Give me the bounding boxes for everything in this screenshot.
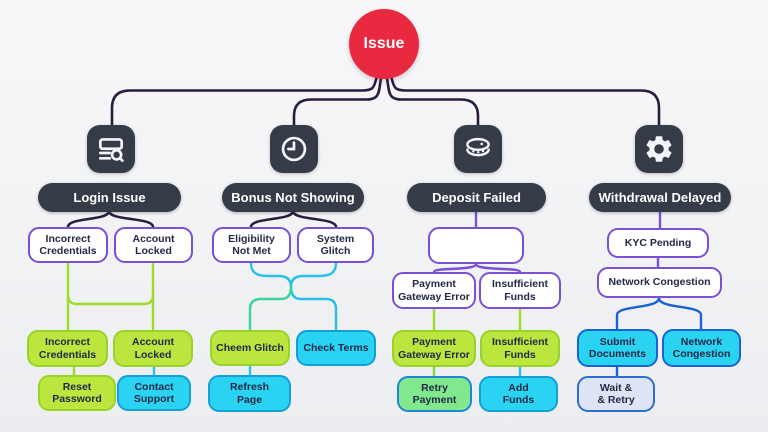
purple-connector-lines — [432, 209, 662, 274]
node-incorrect-credentials: Incorrect Credentials — [28, 227, 108, 263]
node-network-congestion: Network Congestion — [597, 267, 722, 298]
node-contact-support: Contact Support — [117, 375, 191, 411]
root-node-issue: Issue — [349, 9, 419, 79]
node-payment-gateway-error: Payment Gateway Error — [392, 272, 476, 309]
blue-connector-lines — [615, 296, 703, 379]
node-account-locked: Account Locked — [114, 227, 193, 263]
node-payment-gateway-error-cause: Payment Gateway Error — [392, 330, 476, 367]
branch-title-login: Login Issue — [38, 183, 181, 212]
withdrawal-category-tile — [635, 125, 683, 173]
node-cheem-glitch: Cheem Glitch — [210, 330, 290, 366]
node-deposit-blank — [428, 227, 524, 264]
node-submit-documents: Submit Documents — [577, 329, 658, 367]
node-account-locked-cause: Account Locked — [113, 330, 193, 367]
node-add-funds: Add Funds — [479, 376, 558, 412]
lime-connector-lines — [66, 261, 522, 378]
branch-title-deposit: Deposit Failed — [407, 183, 546, 212]
node-kyc-pending: KYC Pending — [607, 228, 709, 258]
cyan-connector-lines — [152, 261, 522, 379]
list-search-icon — [99, 138, 124, 163]
node-insufficient-funds-cause: Insufficient Funds — [480, 330, 560, 367]
node-insufficient-funds: Insufficient Funds — [479, 272, 561, 309]
clock-icon — [281, 136, 307, 162]
node-retry-payment: Retry Payment — [397, 376, 472, 412]
node-refresh-page: Refresh Page — [208, 375, 291, 412]
branch-title-bonus: Bonus Not Showing — [222, 183, 364, 212]
node-eligibility-not-met: Eligibility Not Met — [212, 227, 291, 263]
root-node-label: Issue — [363, 35, 405, 52]
coins-icon — [466, 137, 490, 157]
node-check-terms: Check Terms — [296, 330, 376, 366]
teal-connector-line — [248, 285, 293, 332]
node-incorrect-credentials-cause: Incorrect Credentials — [27, 330, 108, 367]
node-reset-password: Reset Password — [38, 375, 116, 411]
node-network-congestion-cause: Network Congestion — [662, 329, 741, 367]
gear-icon — [646, 136, 672, 162]
node-wait-and-retry: Wait & & Retry — [577, 376, 655, 412]
root-branch-lines — [66, 69, 661, 229]
node-system-glitch: System Glitch — [297, 227, 374, 263]
branch-title-withdrawal: Withdrawal Delayed — [589, 183, 731, 212]
login-category-tile — [87, 125, 135, 173]
deposit-category-tile — [454, 125, 502, 173]
bonus-category-tile — [270, 125, 318, 173]
